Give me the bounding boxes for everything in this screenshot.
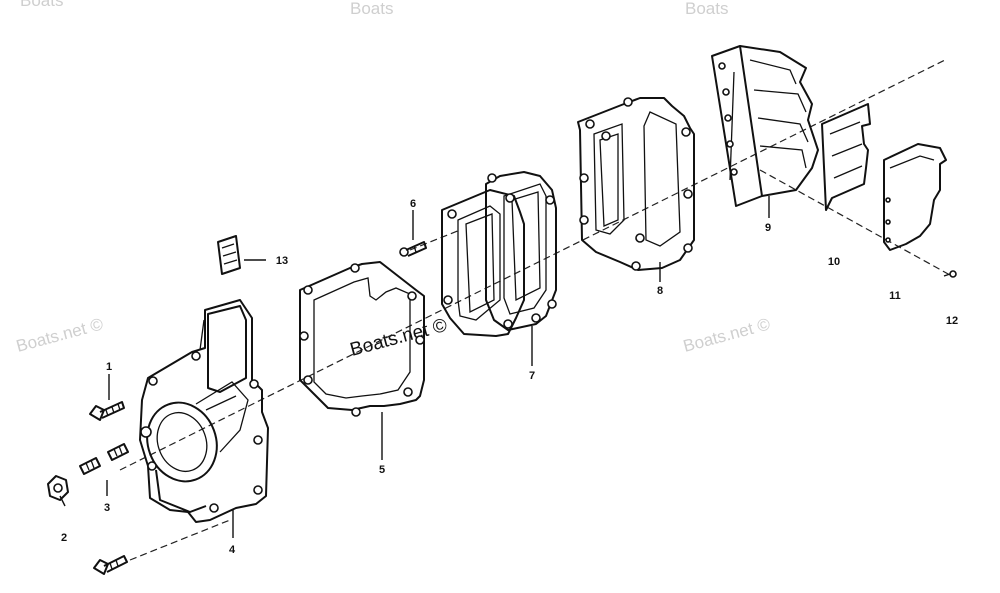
watermark-top-left: Boats [20,0,63,10]
stud-3a [79,457,101,475]
callout-13: 13 [276,255,288,267]
callout-12: 12 [946,315,958,327]
callout-9: 9 [765,222,771,234]
callout-4: 4 [229,544,236,556]
gasket-5 [299,261,425,417]
reed-cage-9 [711,45,819,207]
callout-3: 3 [104,502,110,514]
watermark-center: Boats.net © [348,315,450,361]
reed-centerline [759,169,951,276]
watermark-top-right: Boats [685,0,728,18]
callout-1: 1 [106,361,112,373]
reed-petal-10 [821,103,871,211]
callout-10: 10 [828,256,840,268]
decal-13 [217,235,241,275]
screw-centerline [409,229,461,251]
nut-2 [47,475,69,501]
callout-2: 2 [61,532,67,544]
callout-8: 8 [657,285,663,297]
callout-5: 5 [379,464,385,476]
screw-12 [943,270,957,278]
assembly-centerline [119,59,946,471]
screw-6 [399,241,427,257]
reed-stop-11 [883,143,947,251]
callout-6: 6 [410,198,416,210]
adapter-housing-4 [139,299,269,523]
leader-2 [59,495,66,507]
watermark-top-center: Boats [350,0,393,18]
watermark-left: Boats.net © [14,314,105,356]
gasket-8 [577,97,695,271]
callout-11: 11 [889,290,901,302]
reed-plate-7 [441,171,557,337]
stud-3b [107,443,129,461]
bolt-lower [93,555,128,575]
watermark-right: Boats.net © [681,314,772,356]
bolt-centerline [129,519,231,561]
bolt-1 [89,401,125,421]
callout-7: 7 [529,370,535,382]
